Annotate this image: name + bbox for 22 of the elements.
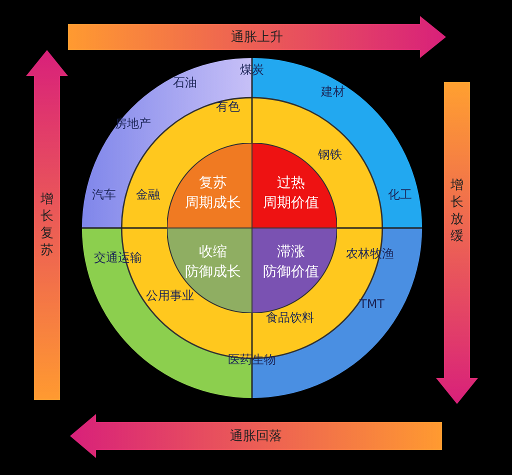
arrow-label: 通胀回落	[230, 428, 282, 445]
phase-style: 周期成长	[185, 194, 241, 213]
phase-title: 过热	[277, 174, 305, 193]
sector-label: 化工	[388, 186, 412, 204]
sector-label: 建材	[321, 84, 345, 100]
arrow-label: 增长复苏	[40, 191, 54, 259]
phase-style: 周期价值	[263, 194, 319, 213]
sector-label: 汽车	[92, 186, 116, 204]
phase-title: 收缩	[199, 243, 227, 262]
sector-label: TMT	[360, 297, 384, 311]
sector-label: 食品饮料	[266, 310, 314, 326]
arrow-label: 通胀上升	[231, 29, 283, 46]
phase-style: 防御价值	[263, 263, 319, 282]
sector-label: 石油	[173, 74, 197, 92]
phase-title: 复苏	[199, 174, 227, 193]
phase-title: 滞涨	[277, 243, 305, 262]
sector-label: 钢铁	[318, 146, 342, 164]
arrow-label: 增长放缓	[450, 176, 464, 245]
phase-style: 防御成长	[185, 263, 241, 282]
sector-label: 有色	[216, 98, 240, 116]
sector-label: 公用事业	[146, 288, 194, 304]
sector-label: 金融	[136, 186, 160, 204]
